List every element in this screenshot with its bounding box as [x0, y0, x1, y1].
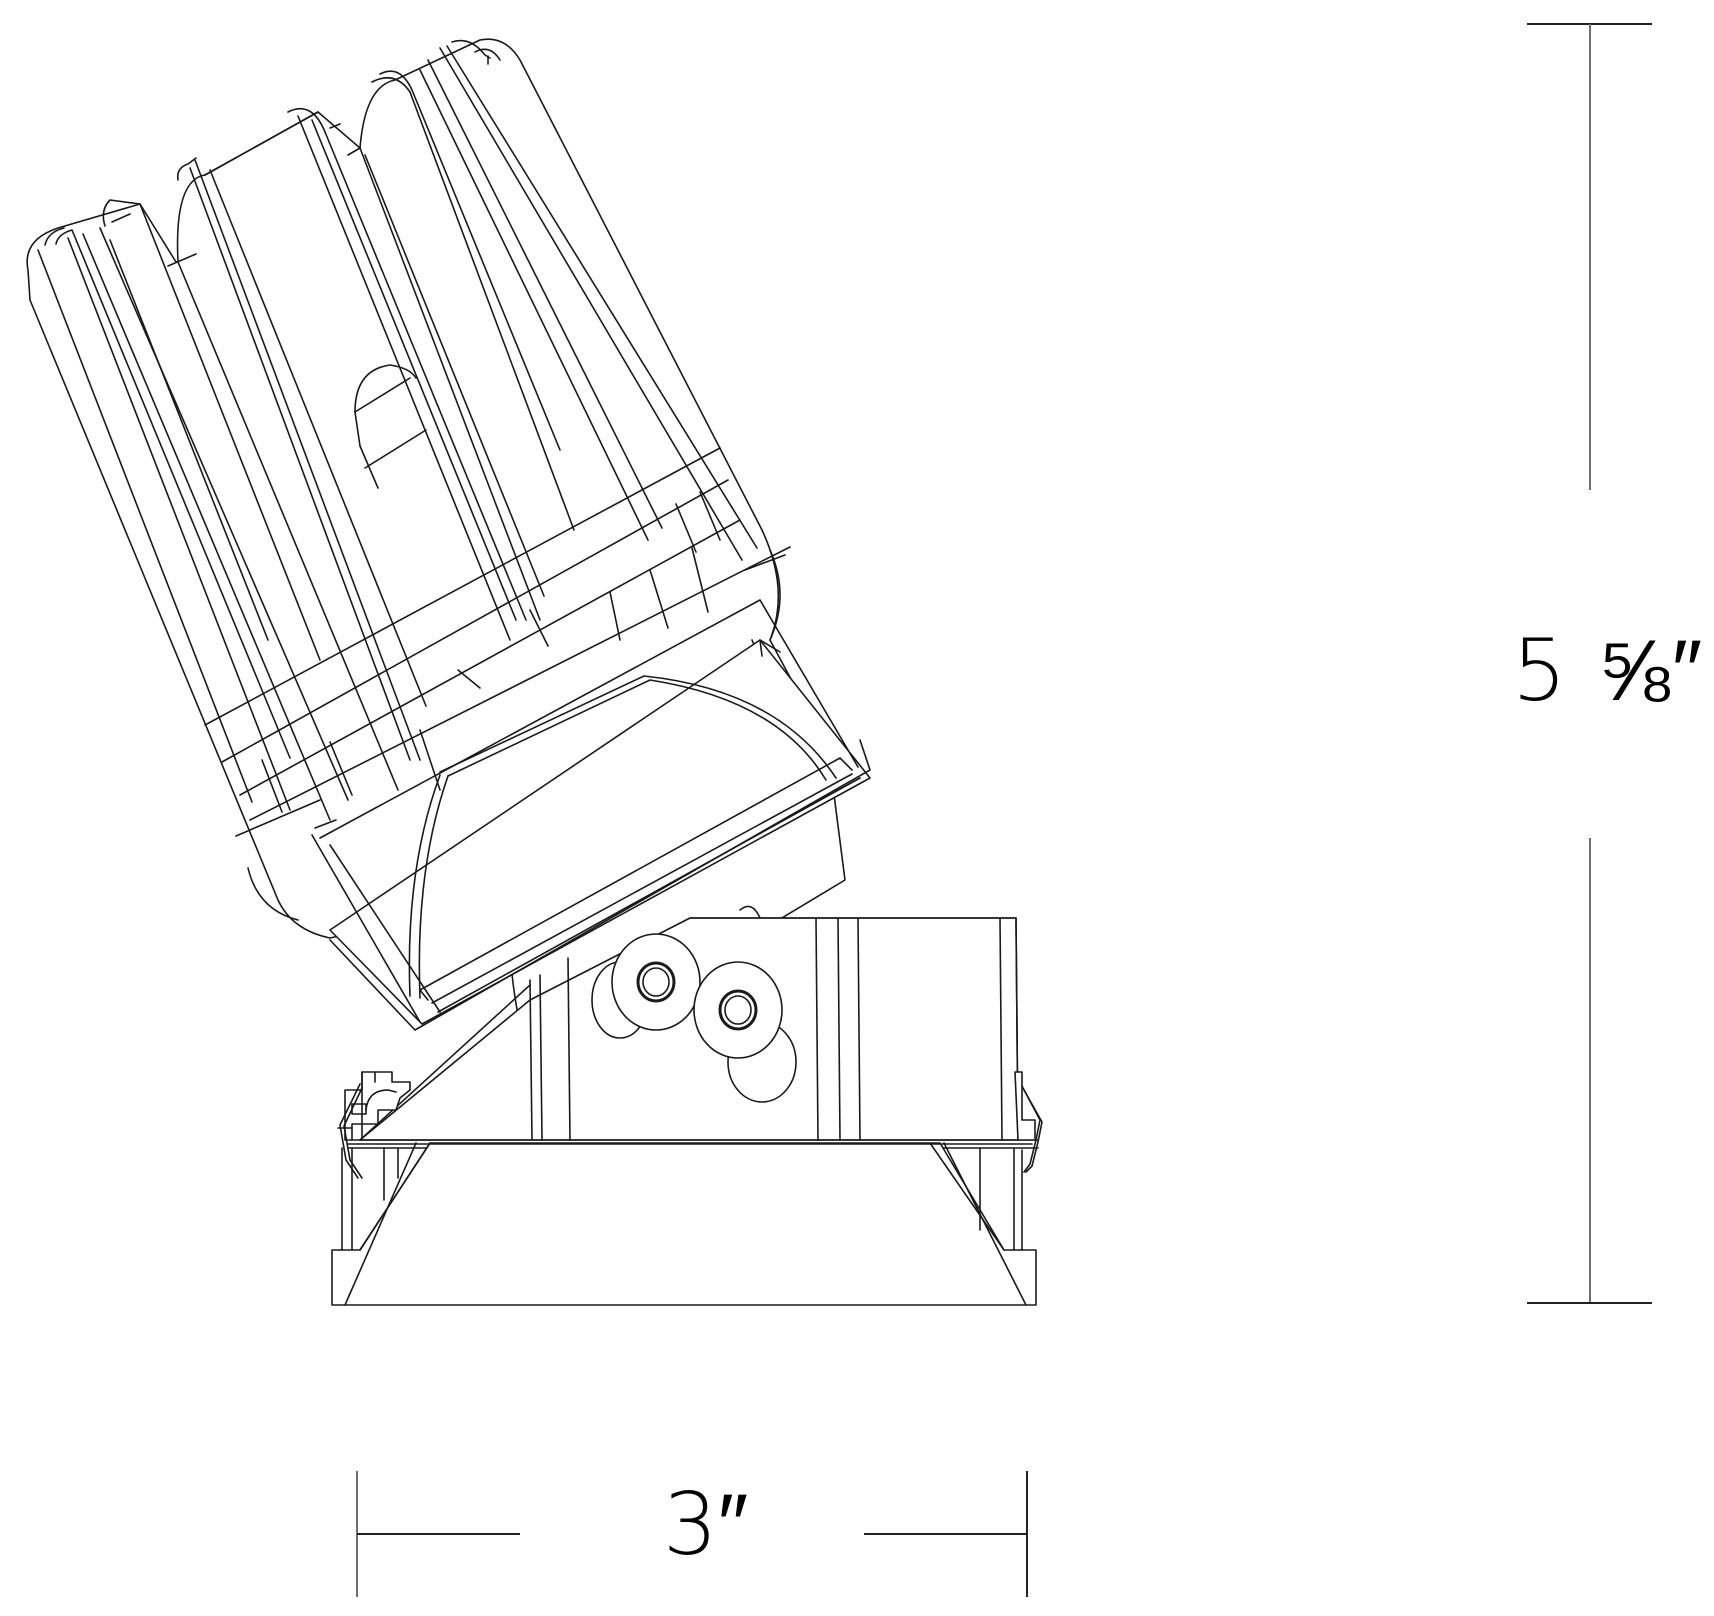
width-dimension — [356, 1471, 1028, 1597]
height-dimension — [1527, 23, 1652, 1304]
height-dimension-label: 5 ⅝″ — [1512, 621, 1705, 721]
width-dimension-label: 3″ — [663, 1475, 749, 1575]
tilt-pivot-knobs — [591, 933, 797, 1103]
reflector — [311, 599, 871, 1031]
trim-flange — [331, 1142, 1037, 1306]
